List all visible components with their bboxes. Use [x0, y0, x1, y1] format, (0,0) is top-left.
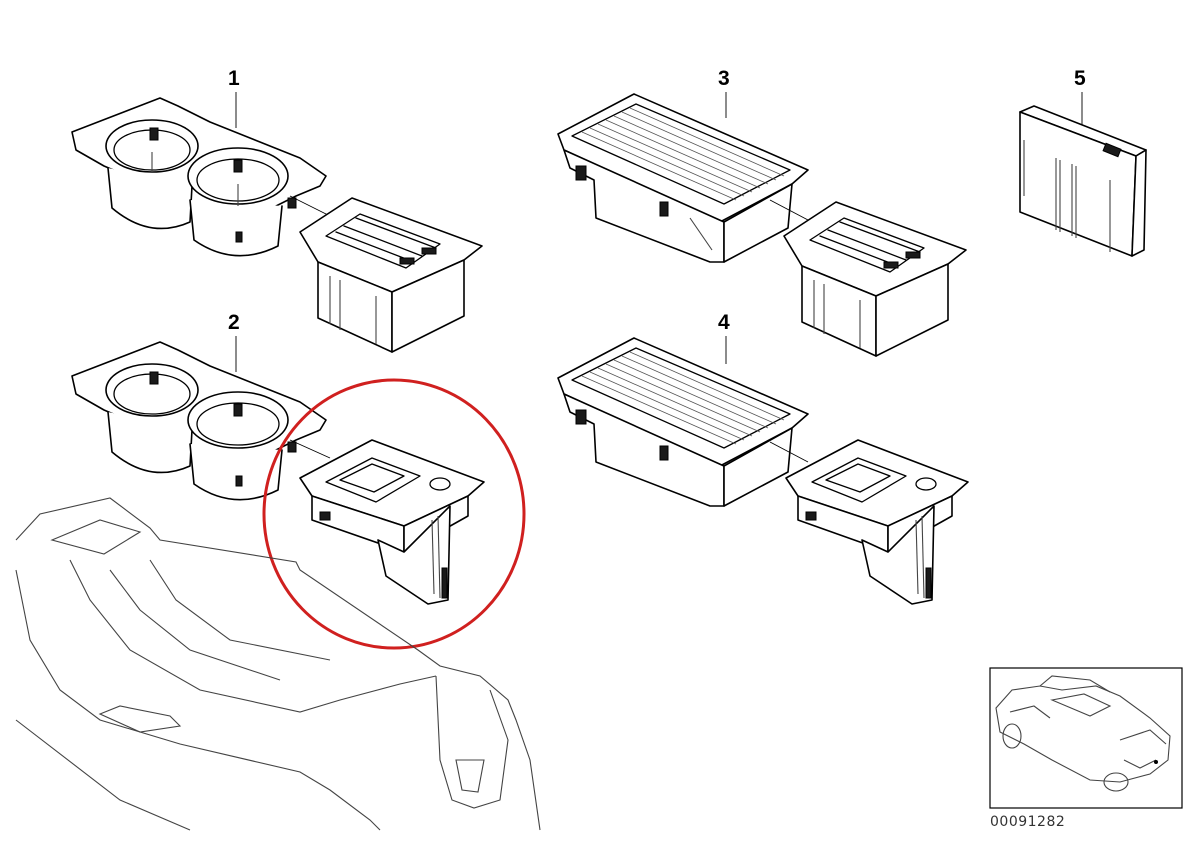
part-4-connector: [769, 441, 809, 463]
part-3-assembly: [557, 92, 967, 357]
callout-4: 4: [718, 311, 730, 334]
car-outline-icon: [995, 675, 1171, 792]
storage-box-3: [783, 201, 967, 357]
diagram-reference-code: 00091282: [990, 814, 1066, 830]
part-2-connector: [289, 439, 331, 459]
cup-holder-2: [71, 341, 327, 501]
part-2-assembly: [71, 336, 485, 605]
center-console-outline: [15, 497, 541, 831]
storage-tray-4: [557, 337, 809, 507]
cup-holder-1: [71, 97, 327, 257]
part-4-assembly: [557, 336, 969, 605]
highlight-circle: [262, 378, 526, 650]
ashtray-insert-4: [785, 439, 969, 605]
vehicle-locator-thumbnail: [989, 667, 1183, 809]
callout-2: 2: [228, 311, 240, 334]
part-3-connector: [769, 199, 809, 221]
part-1-connector: [289, 195, 331, 217]
callout-5: 5: [1074, 67, 1086, 90]
ashtray-insert-2: [299, 439, 485, 605]
cover-plate-5: [1019, 105, 1147, 257]
part-1-assembly: [71, 92, 483, 353]
storage-tray-3: [557, 93, 809, 263]
callout-3: 3: [718, 67, 730, 90]
part-5-assembly: [1019, 92, 1147, 257]
callout-1: 1: [228, 67, 240, 90]
storage-box-1: [299, 197, 483, 353]
